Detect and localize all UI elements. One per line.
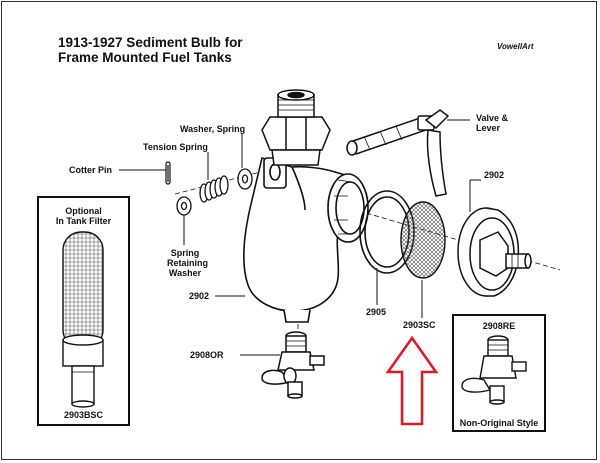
label-washer-spring: Washer, Spring [180,124,246,134]
label-tension-spring: Tension Spring [143,142,208,152]
title-line-1: 1913-1927 Sediment Bulb for [58,35,243,50]
cap-fitting-icon [457,207,532,297]
cotter-pin-icon [165,161,171,185]
in-tank-filter-icon [62,231,104,408]
drain-cock-icon [261,331,325,399]
screen-mesh-icon [400,201,446,279]
spring-washer-icon [237,168,253,190]
filter-box-title: Optional In Tank Filter [39,206,128,226]
optional-filter-box: Optional In Tank Filter 2903BSC [37,196,130,426]
replacement-part-number: 2908RE [482,321,516,331]
label-cap-part-number: 2902 [484,170,505,180]
label-bulb-part-number: 2902 [189,291,210,301]
watermark: VowellArt [497,42,534,51]
diagram-title: 1913-1927 Sediment Bulb for Frame Mounte… [58,35,243,65]
label-gasket-part-number: 2905 [366,307,387,317]
label-spring-retaining-washer: Spring Retaining Washer [167,248,209,278]
label-spring-retaining-line-3: Washer [168,268,202,278]
valve-lever-icon [346,109,450,197]
top-fitting [261,89,331,166]
label-spring-retaining-line-2: Retaining [167,258,209,268]
filter-box-title-line-2: In Tank Filter [55,216,112,226]
label-spring-retaining-line-1: Spring [170,248,200,258]
non-original-style-box: 2908RE Non-Original Style [452,314,546,432]
filter-box-part-number: 2903BSC [63,410,104,420]
tension-spring-icon [199,175,229,203]
replacement-caption: Non-Original Style [459,418,539,428]
replacement-drain-cock-icon [461,335,527,405]
title-line-2: Frame Mounted Fuel Tanks [58,50,232,65]
filter-box-title-line-1: Optional [65,206,102,216]
leader-lines [119,119,481,356]
label-cotter-pin: Cotter Pin [69,165,113,175]
label-drain-cock-part-number: 2908OR [190,350,224,360]
highlight-arrow-icon [385,335,439,426]
label-valve-lever-line-2: Lever [476,123,501,133]
sediment-bulb-body [243,156,369,323]
label-screen-part-number: 2903SC [403,320,436,330]
retaining-washer-icon [176,196,192,216]
label-valve-lever-line-1: Valve & [476,113,509,123]
label-valve-lever: Valve & Lever [476,113,508,133]
